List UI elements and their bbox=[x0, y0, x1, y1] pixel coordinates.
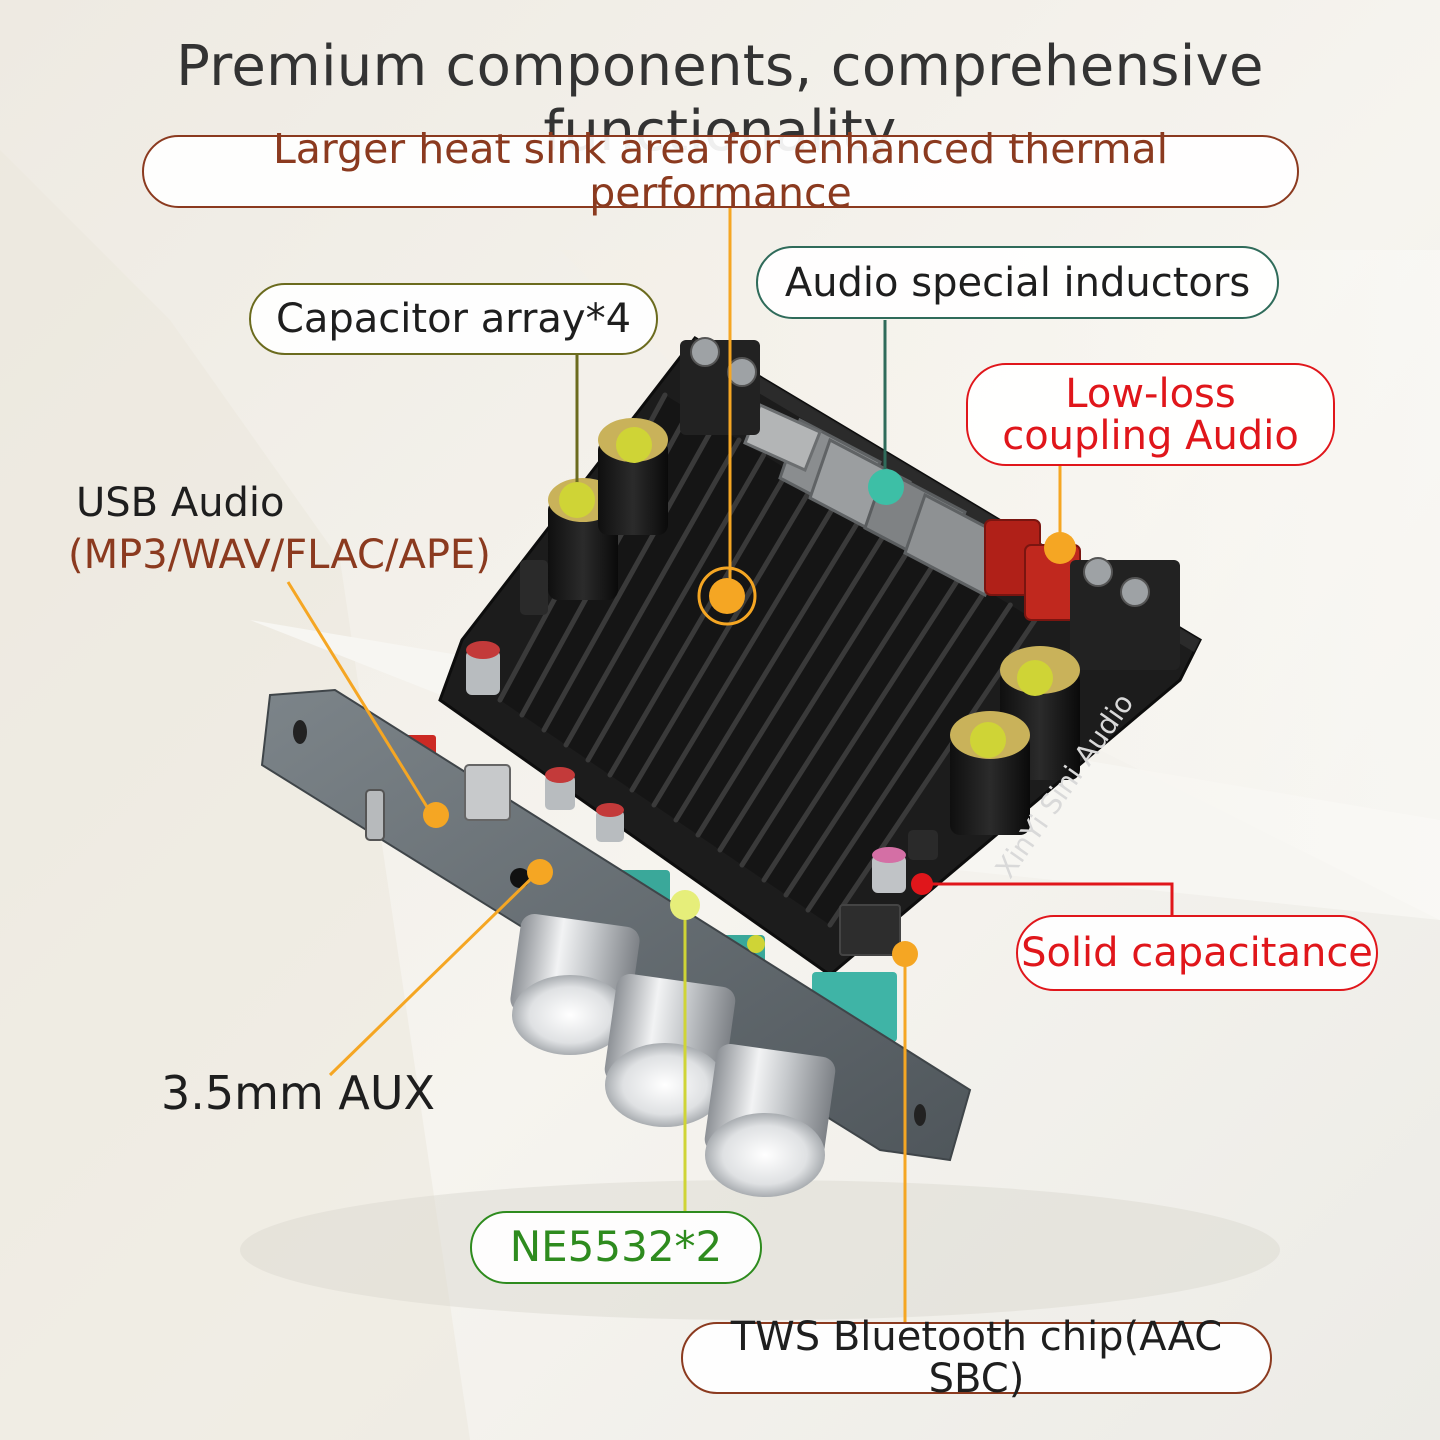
solid-capacitance-callout-text: Solid capacitance bbox=[1021, 930, 1373, 976]
capacitor-array-callout-text: Capacitor array*4 bbox=[275, 296, 632, 342]
aux-marker bbox=[527, 859, 553, 885]
heat-sink-fin bbox=[585, 452, 767, 763]
heat-sink-fin bbox=[717, 542, 915, 853]
heat-sink-marker-ring bbox=[697, 566, 757, 626]
ne5532-marker bbox=[670, 890, 700, 920]
capacitor-array-callout: Capacitor array*4 bbox=[249, 283, 658, 355]
heat-sink-callout: Larger heat sink area for enhanced therm… bbox=[142, 128, 1299, 214]
heat-sink-fin bbox=[761, 572, 964, 883]
bluetooth-callout: TWS Bluetooth chip(AAC SBC) bbox=[681, 1316, 1272, 1400]
capacitor-marker bbox=[616, 427, 652, 463]
usb-marker bbox=[423, 802, 449, 828]
coupling-callout-line2: coupling Audio bbox=[1002, 412, 1299, 459]
ne5532-callout: NE5532*2 bbox=[470, 1211, 762, 1284]
coupling-callout: Low-loss coupling Audio bbox=[966, 363, 1335, 466]
heat-sink-fin bbox=[739, 557, 939, 868]
leader-lines bbox=[286, 208, 1174, 1322]
heat-sink-fin bbox=[541, 422, 717, 733]
aux-label: 3.5mm AUX bbox=[161, 1066, 436, 1120]
callout-markers bbox=[423, 427, 1076, 967]
heat-sink-fin bbox=[563, 437, 742, 748]
ne5532-marker bbox=[747, 935, 765, 953]
usb-audio-label: USB Audio bbox=[76, 480, 285, 526]
inductors-callout: Audio special inductors bbox=[756, 246, 1279, 319]
capacitor-marker bbox=[1017, 660, 1053, 696]
speaker-terminals bbox=[680, 337, 1180, 670]
heat-sink-marker bbox=[709, 578, 745, 614]
coupling-callout-line1: Low-loss bbox=[1065, 370, 1236, 417]
capacitor-marker bbox=[559, 482, 595, 518]
volume-knobs bbox=[510, 913, 836, 1197]
heat-sink-callout-text: Larger heat sink area for enhanced therm… bbox=[272, 125, 1169, 217]
solid-capacitance-marker bbox=[911, 873, 933, 895]
inductor-marker bbox=[868, 469, 904, 505]
inductors-callout-text: Audio special inductors bbox=[784, 259, 1251, 306]
bluetooth-marker bbox=[892, 941, 918, 967]
coupling-capacitors bbox=[984, 519, 1081, 621]
heat-sink-fin bbox=[673, 512, 865, 823]
heat-sink-fin bbox=[629, 482, 816, 793]
heat-sink-fin bbox=[805, 602, 1013, 913]
heat-sink-fin bbox=[783, 587, 989, 898]
heat-sink-fin bbox=[607, 467, 791, 778]
heat-sink-fin bbox=[651, 497, 841, 808]
capacitor-array bbox=[548, 418, 1080, 835]
ne5532-callout-text: NE5532*2 bbox=[509, 1222, 723, 1272]
bluetooth-callout-text: TWS Bluetooth chip(AAC SBC) bbox=[730, 1314, 1223, 1402]
usb-audio-formats: (MP3/WAV/FLAC/APE) bbox=[68, 532, 491, 578]
solid-capacitance-callout: Solid capacitance bbox=[1016, 915, 1378, 991]
capacitor-marker bbox=[970, 722, 1006, 758]
heat-sink-fin bbox=[695, 527, 890, 838]
coupling-marker bbox=[1044, 532, 1076, 564]
